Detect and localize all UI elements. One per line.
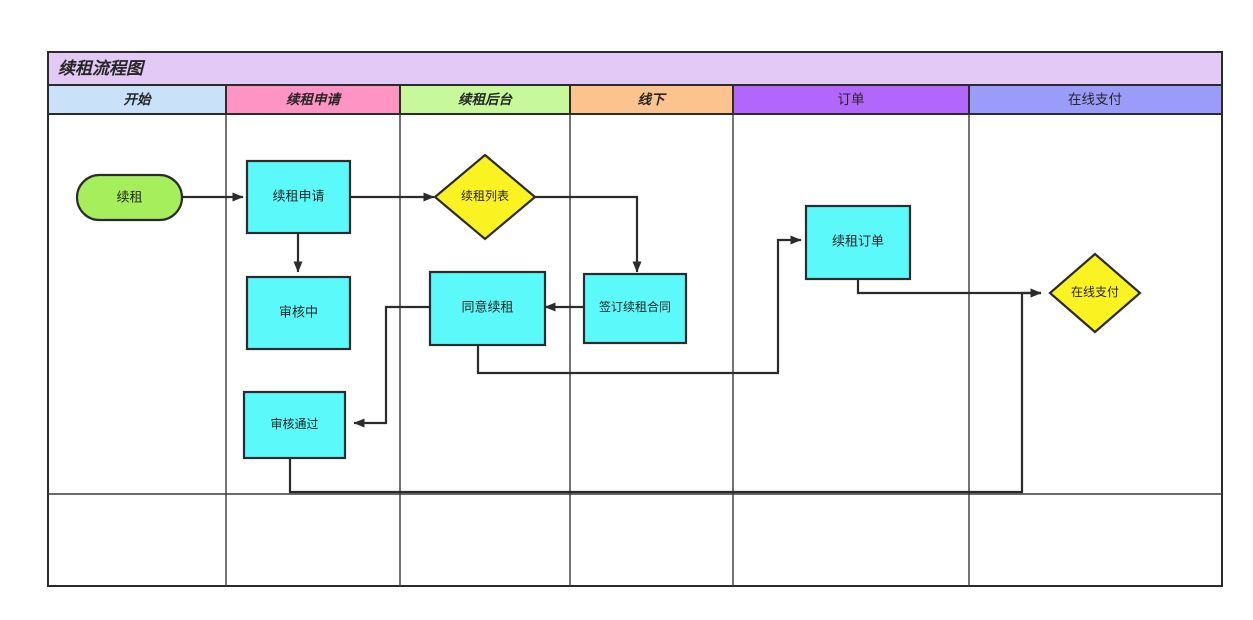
node-renew-list-label: 续租列表: [461, 189, 509, 203]
edge-layer: [182, 192, 1042, 494]
node-agree-renew-label: 同意续租: [461, 299, 513, 314]
lane-label-offline: 线下: [638, 92, 668, 107]
edge-order-to-payment: [856, 279, 1042, 298]
lane-label-backend: 续租后台: [458, 92, 513, 107]
node-agree-renew[interactable]: 同意续租: [428, 270, 547, 347]
edge-list-to-contract: [535, 195, 642, 273]
node-start-label: 续租: [116, 189, 142, 204]
node-renew-list-shape[interactable]: [433, 153, 537, 241]
node-sign-contract-shape[interactable]: [582, 272, 688, 345]
node-renew-apply-shape[interactable]: [245, 159, 352, 235]
node-online-payment[interactable]: 在线支付: [1048, 252, 1142, 334]
node-agree-renew-shape[interactable]: [428, 270, 547, 347]
node-sign-contract[interactable]: 签订续租合同: [582, 272, 688, 345]
node-renew-order[interactable]: 续租订单: [804, 204, 912, 281]
node-start[interactable]: 续租: [75, 173, 184, 222]
node-renew-apply-label: 续租申请: [272, 188, 324, 203]
node-reviewing[interactable]: 审核中: [245, 275, 352, 351]
node-reviewing-shape[interactable]: [245, 275, 352, 351]
node-online-payment-shape[interactable]: [1048, 252, 1142, 334]
title-band: 续租流程图: [47, 51, 1223, 86]
lane-label-start: 开始: [124, 92, 152, 107]
node-online-payment-label: 在线支付: [1071, 285, 1119, 299]
node-renew-order-label: 续租订单: [832, 233, 884, 248]
lane-label-payment: 在线支付: [1068, 92, 1122, 107]
node-review-passed-label: 审核通过: [270, 416, 318, 431]
lane-header-row: 开始 续租申请 续租后台 线下 订单 在线支付: [47, 84, 1223, 115]
edge-agree-to-review-passed: [353, 305, 430, 428]
node-renew-apply[interactable]: 续租申请: [245, 159, 352, 235]
node-review-passed-shape[interactable]: [242, 390, 347, 460]
node-layer: 续租 续租申请 审核中 审核通过 续租列表: [75, 153, 1142, 460]
edge-review-passed-to-payment: [288, 288, 1042, 494]
page-title: 续租流程图: [58, 59, 146, 78]
lane-body-frame: [47, 113, 1223, 587]
node-sign-contract-label: 签订续租合同: [599, 299, 671, 314]
edge-agree-to-order: [476, 235, 802, 375]
node-renew-list[interactable]: 续租列表: [433, 153, 537, 241]
lane-body-grid: [47, 113, 1223, 587]
lane-label-order: 订单: [838, 92, 865, 107]
lane-label-apply: 续租申请: [286, 92, 342, 107]
lane-header-payment[interactable]: [968, 84, 1223, 115]
node-review-passed[interactable]: 审核通过: [242, 390, 347, 460]
title-band-fill: [47, 51, 1223, 86]
node-start-shape[interactable]: [75, 173, 184, 222]
node-reviewing-label: 审核中: [279, 304, 318, 319]
node-renew-order-shape[interactable]: [804, 204, 912, 281]
